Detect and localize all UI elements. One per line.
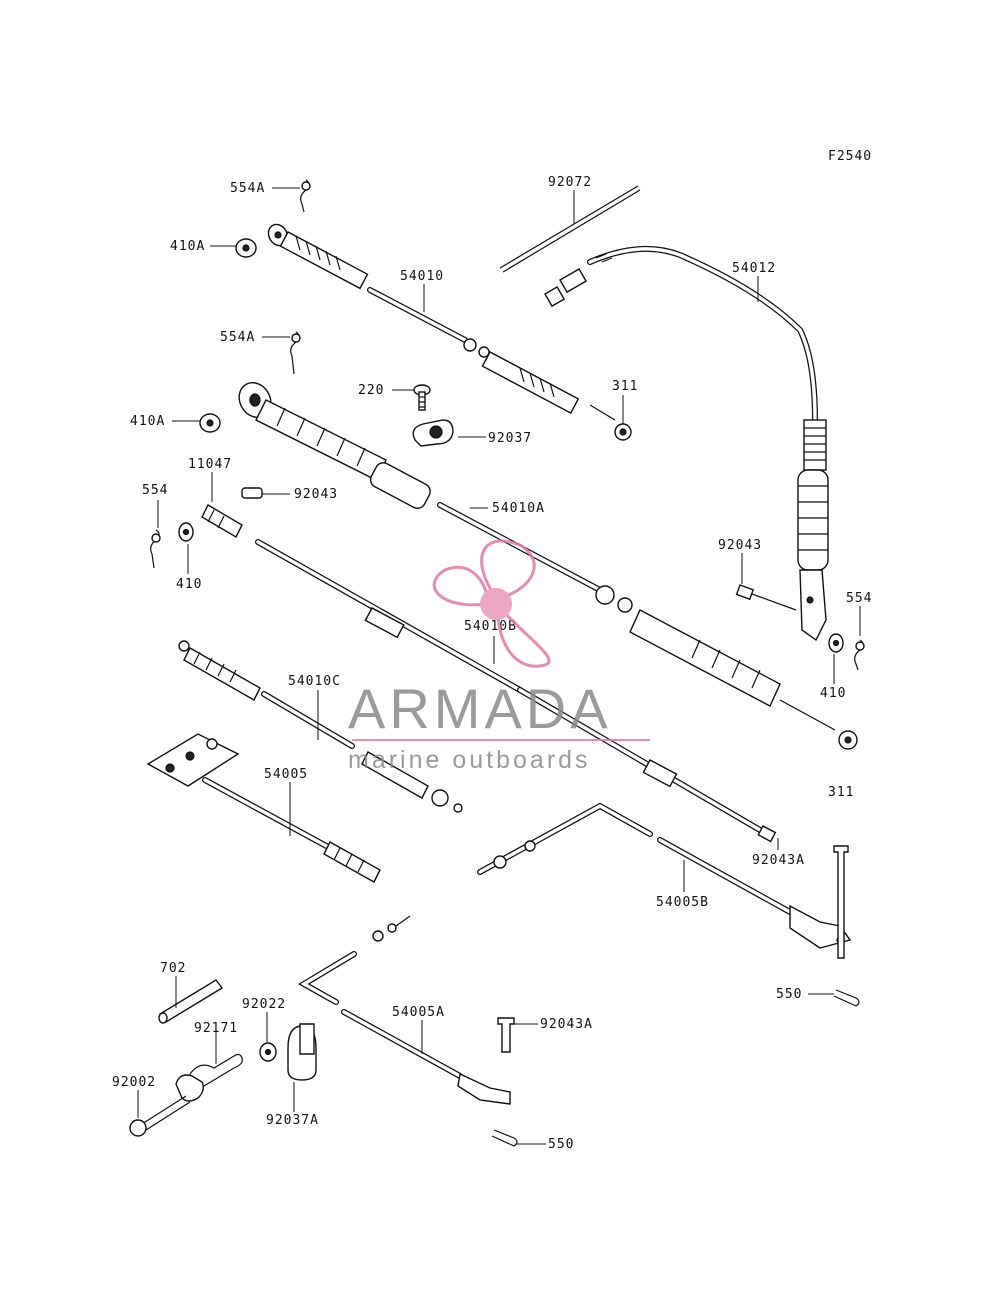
cable-54005A (298, 915, 511, 1105)
label-92171: 92171 (194, 1021, 238, 1036)
cable-54005 (146, 733, 381, 883)
label-92037: 92037 (488, 431, 532, 446)
label-11047: 11047 (188, 457, 232, 472)
cable-54010A (238, 382, 836, 731)
label-92072: 92072 (548, 175, 592, 190)
bolt-92002 (129, 1074, 205, 1137)
label-410A-top: 410A (170, 239, 205, 254)
label-554A-top: 554A (230, 181, 265, 196)
sleeve-702 (158, 979, 224, 1024)
label-311-top: 311 (612, 379, 638, 394)
label-92002: 92002 (112, 1075, 156, 1090)
clip-554A-top (300, 179, 311, 213)
clamp-92037A (287, 1023, 317, 1081)
label-54010: 54010 (400, 269, 444, 284)
label-92043-right: 92043 (718, 538, 762, 553)
tie-92072 (499, 185, 641, 273)
label-54012: 54012 (732, 261, 776, 276)
watermark-tagline: marine outboards (348, 746, 591, 774)
label-92037A: 92037A (266, 1113, 319, 1128)
label-92043-left: 92043 (294, 487, 338, 502)
clamp-92037 (412, 419, 454, 447)
label-702: 702 (160, 961, 186, 976)
pin-92043A-bottom (497, 1017, 515, 1053)
label-410-right: 410 (820, 686, 846, 701)
washer-92022 (259, 1042, 277, 1062)
nut-311-bottom (838, 730, 858, 750)
label-550-bottom: 550 (548, 1137, 574, 1152)
pin-92043-right (735, 584, 797, 611)
part-labels: 554A 410A 54010 554A 410A 220 92037 311 … (112, 175, 872, 1152)
label-54010B: 54010B (464, 619, 517, 634)
washer-410-left (178, 522, 194, 542)
propeller-logo-icon (432, 539, 551, 668)
nut-311-top (614, 423, 632, 441)
pin-92043-left (241, 487, 263, 499)
clip-554A-mid (290, 331, 301, 375)
washer-410A-mid (199, 413, 221, 433)
cable-54010 (267, 223, 616, 421)
screw-220 (413, 384, 431, 411)
watermark-brand: ARMADA (348, 677, 612, 740)
label-54005A: 54005A (392, 1005, 445, 1020)
label-410A-mid: 410A (130, 414, 165, 429)
label-54005B: 54005B (656, 895, 709, 910)
cotter-550-right (833, 989, 860, 1007)
label-554-right: 554 (846, 591, 872, 606)
label-54010A: 54010A (492, 501, 545, 516)
label-554-left: 554 (142, 483, 168, 498)
cable-54012 (544, 245, 829, 642)
label-54010C: 54010C (288, 674, 341, 689)
figure-code: F2540 (828, 149, 872, 164)
label-220: 220 (358, 383, 384, 398)
leader-lines (137, 187, 861, 1145)
label-92043A-bottom: 92043A (540, 1017, 593, 1032)
label-92043A-mid: 92043A (752, 853, 805, 868)
clevis-11047 (201, 504, 243, 538)
washer-410A-top (235, 238, 257, 258)
label-550-right: 550 (776, 987, 802, 1002)
cable-54010B (255, 539, 777, 843)
clip-554-left (150, 529, 161, 569)
label-311-bottom: 311 (828, 785, 854, 800)
label-92022: 92022 (242, 997, 286, 1012)
washer-410-right (828, 633, 844, 653)
label-410-left: 410 (176, 577, 202, 592)
pin-92043A-mid (833, 845, 849, 959)
clip-554-right (854, 639, 865, 671)
watermark: ARMADA marine outboards (348, 539, 650, 774)
cotter-550-bottom (491, 1129, 518, 1147)
cable-54010C (178, 640, 463, 813)
label-54005: 54005 (264, 767, 308, 782)
cable-54005B (477, 802, 852, 949)
label-554A-mid: 554A (220, 330, 255, 345)
